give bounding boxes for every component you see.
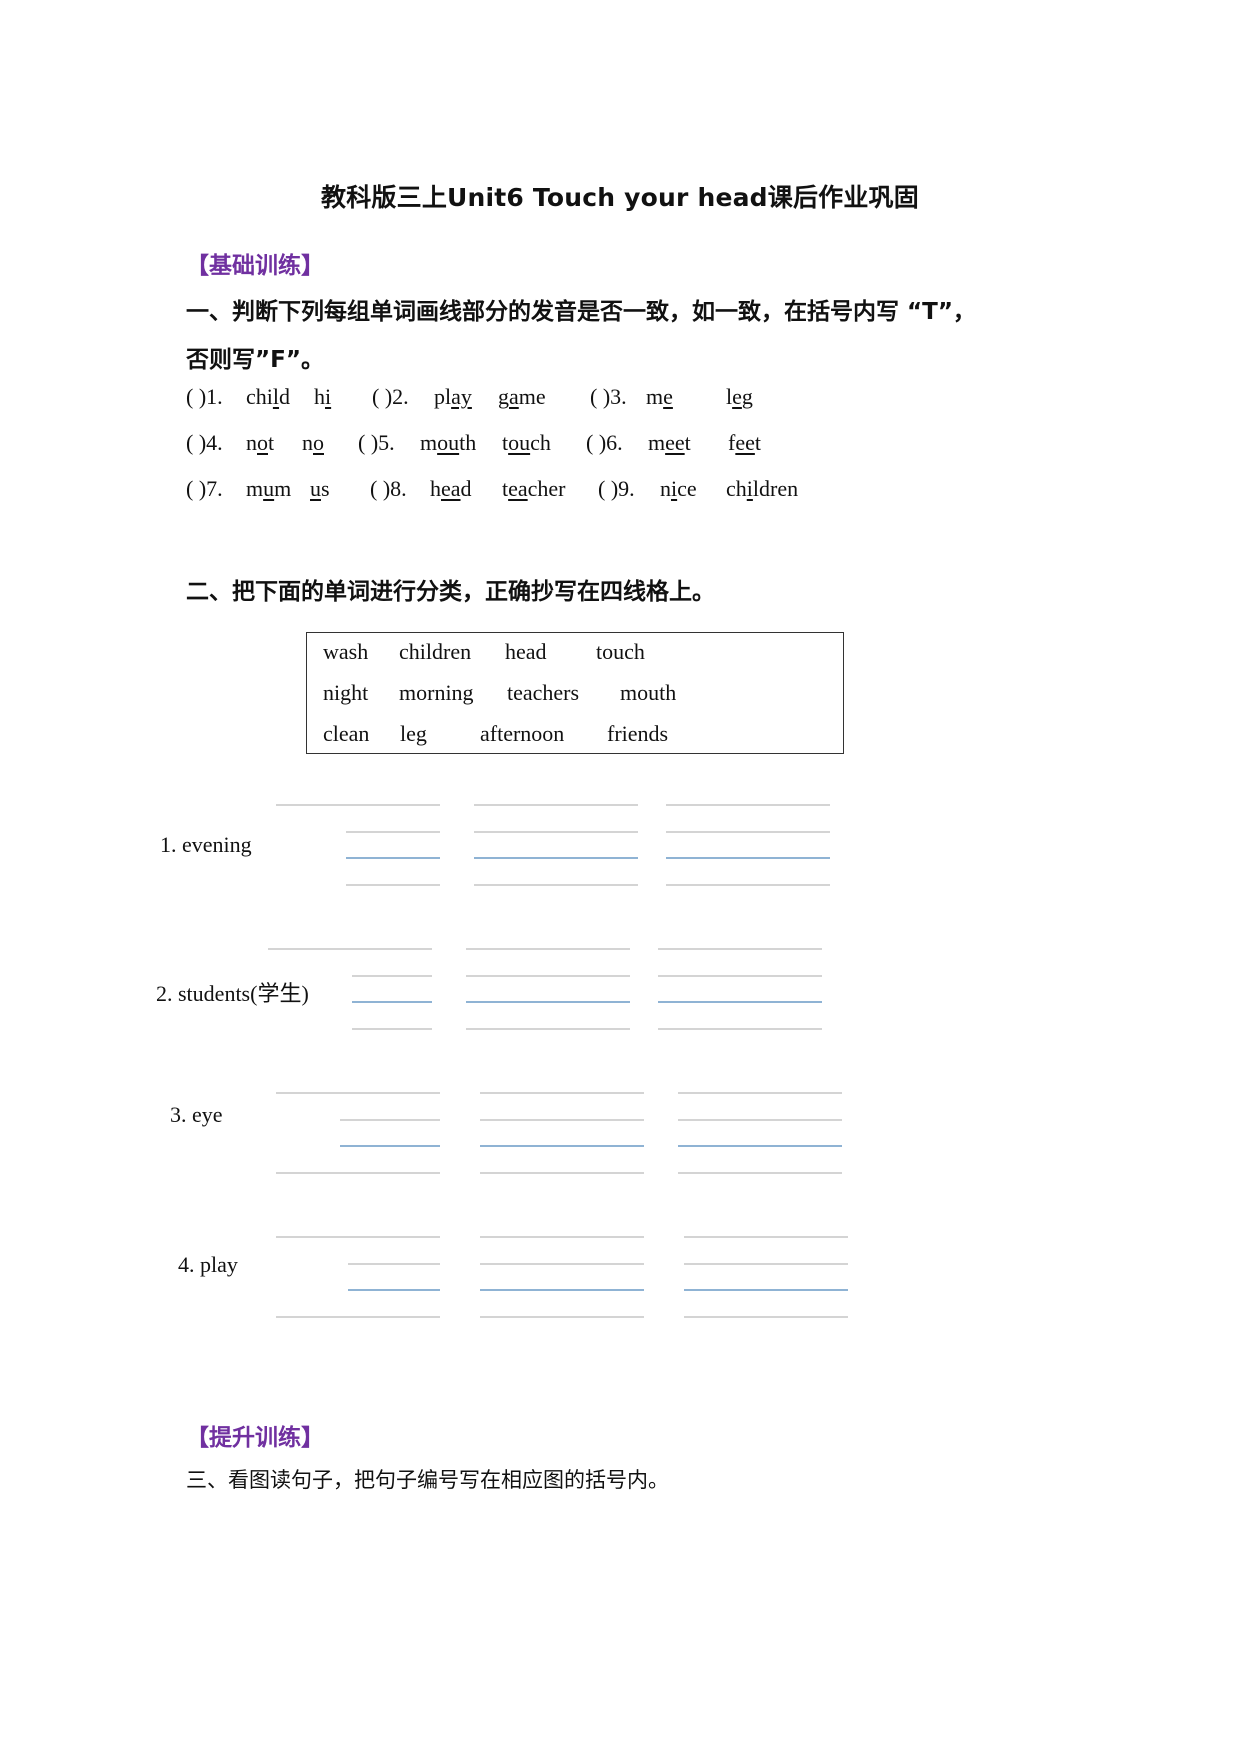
- four-line-grid-line: [678, 1145, 842, 1147]
- four-line-grid-line: [340, 1145, 440, 1147]
- four-line-grid-line: [466, 1028, 630, 1030]
- four-line-grid-line: [666, 857, 830, 859]
- category-label-eye: 3. eye: [170, 1102, 223, 1127]
- answer-blank[interactable]: ( )4.: [186, 430, 223, 455]
- four-line-grid-line: [480, 1316, 644, 1318]
- four-line-grid-line: [684, 1263, 848, 1265]
- four-line-grid-line: [466, 975, 630, 977]
- four-line-grid-line: [658, 975, 822, 977]
- phonics-word: head: [430, 476, 472, 501]
- phonics-word: touch: [502, 430, 551, 455]
- four-line-grid-line: [684, 1316, 848, 1318]
- four-line-grid-line: [276, 1236, 440, 1238]
- four-line-grid-line: [352, 975, 432, 977]
- answer-blank[interactable]: ( )7.: [186, 476, 223, 501]
- document-title: 教科版三上Unit6 Touch your head课后作业巩固: [321, 183, 919, 212]
- phonics-word: nice: [660, 476, 697, 501]
- word-bank-word: mouth: [620, 680, 677, 705]
- category-label-students: 2. students(学生): [156, 981, 309, 1006]
- four-line-grid-line: [348, 1289, 440, 1291]
- four-line-grid-line: [474, 884, 638, 886]
- word-bank-word: morning: [399, 680, 474, 705]
- four-line-grid-line: [684, 1236, 848, 1238]
- answer-blank[interactable]: ( )5.: [358, 430, 395, 455]
- four-line-grid-line: [276, 1092, 440, 1094]
- four-line-grid-line: [480, 1289, 644, 1291]
- answer-blank[interactable]: ( )2.: [372, 384, 409, 409]
- word-bank-word: friends: [607, 721, 669, 746]
- phonics-word: no: [302, 430, 324, 455]
- four-line-grid-line: [352, 1028, 432, 1030]
- four-line-grid-line: [678, 1172, 842, 1174]
- section-label-basic: 【基础训练】: [186, 253, 324, 279]
- four-line-grid-line: [276, 1172, 440, 1174]
- answer-blank[interactable]: ( )1.: [186, 384, 223, 409]
- phonics-word: hi: [314, 384, 332, 409]
- four-line-grid-line: [666, 884, 830, 886]
- four-line-grid-line: [678, 1119, 842, 1121]
- four-line-grid-line: [276, 804, 440, 806]
- four-line-grid-line: [352, 1001, 432, 1003]
- four-line-grid-line: [346, 857, 440, 859]
- four-line-grid-line: [678, 1092, 842, 1094]
- word-bank-word: wash: [323, 639, 369, 664]
- four-line-grid-line: [480, 1236, 644, 1238]
- four-line-grid-line: [474, 804, 638, 806]
- word-bank-word: night: [323, 680, 369, 705]
- four-line-grid-line: [466, 1001, 630, 1003]
- phonics-word: leg: [726, 384, 753, 409]
- four-line-grid-line: [480, 1263, 644, 1265]
- four-line-grid-line: [474, 831, 638, 833]
- word-bank-box: wash children head touch night morning t…: [306, 632, 844, 754]
- four-line-grid-line: [480, 1119, 644, 1121]
- phonics-word: meet: [648, 430, 691, 455]
- word-bank-word: head: [505, 639, 547, 664]
- four-line-grid-line: [474, 857, 638, 859]
- four-line-grid-line: [340, 1119, 440, 1121]
- answer-blank[interactable]: ( )8.: [370, 476, 407, 501]
- phonics-word: child: [246, 384, 291, 409]
- word-bank-word: clean: [323, 721, 370, 746]
- category-label-evening: 1. evening: [160, 832, 252, 857]
- phonics-word: mum: [246, 476, 292, 501]
- four-line-grid-line: [666, 831, 830, 833]
- four-line-grid-line: [658, 948, 822, 950]
- category-label-play: 4. play: [178, 1252, 238, 1277]
- part1-instruction-line1: 一、判断下列每组单词画线部分的发音是否一致，如一致，在括号内写 “T”，: [186, 299, 976, 325]
- phonics-word: game: [498, 384, 546, 409]
- phonics-word: mouth: [420, 430, 477, 455]
- four-line-grid-line: [466, 948, 630, 950]
- phonics-word: play: [434, 384, 472, 409]
- phonics-word: us: [310, 476, 330, 501]
- four-line-grid-line: [480, 1092, 644, 1094]
- four-line-grid-line: [480, 1145, 644, 1147]
- phonics-word: me: [646, 384, 673, 409]
- four-line-grid-line: [268, 948, 432, 950]
- answer-blank[interactable]: ( )9.: [598, 476, 635, 501]
- four-line-grid-line: [346, 831, 440, 833]
- answer-blank[interactable]: ( )3.: [590, 384, 627, 409]
- phonics-word: children: [726, 476, 799, 501]
- part3-instruction: 三、看图读句子，把句子编号写在相应图的括号内。: [186, 1468, 669, 1492]
- four-line-grid-line: [480, 1172, 644, 1174]
- four-line-grid-line: [348, 1263, 440, 1265]
- phonics-word: not: [246, 430, 275, 455]
- section-label-advanced: 【提升训练】: [186, 1425, 324, 1451]
- answer-blank[interactable]: ( )6.: [586, 430, 623, 455]
- four-line-grid-line: [658, 1001, 822, 1003]
- four-line-grid-line: [658, 1028, 822, 1030]
- four-line-grid-line: [276, 1316, 440, 1318]
- part1-instruction-line2: 否则写”F”。: [186, 347, 324, 373]
- word-bank-word: leg: [400, 721, 427, 746]
- word-bank-word: children: [399, 639, 472, 664]
- word-bank-word: touch: [596, 639, 645, 664]
- four-line-grid-line: [684, 1289, 848, 1291]
- phonics-word: teacher: [502, 476, 566, 501]
- word-bank-word: teachers: [507, 680, 580, 705]
- part2-instruction: 二、把下面的单词进行分类，正确抄写在四线格上。: [186, 579, 715, 605]
- word-bank-word: afternoon: [480, 721, 565, 746]
- four-line-grid-line: [666, 804, 830, 806]
- phonics-word: feet: [728, 430, 761, 455]
- four-line-grid-line: [346, 884, 440, 886]
